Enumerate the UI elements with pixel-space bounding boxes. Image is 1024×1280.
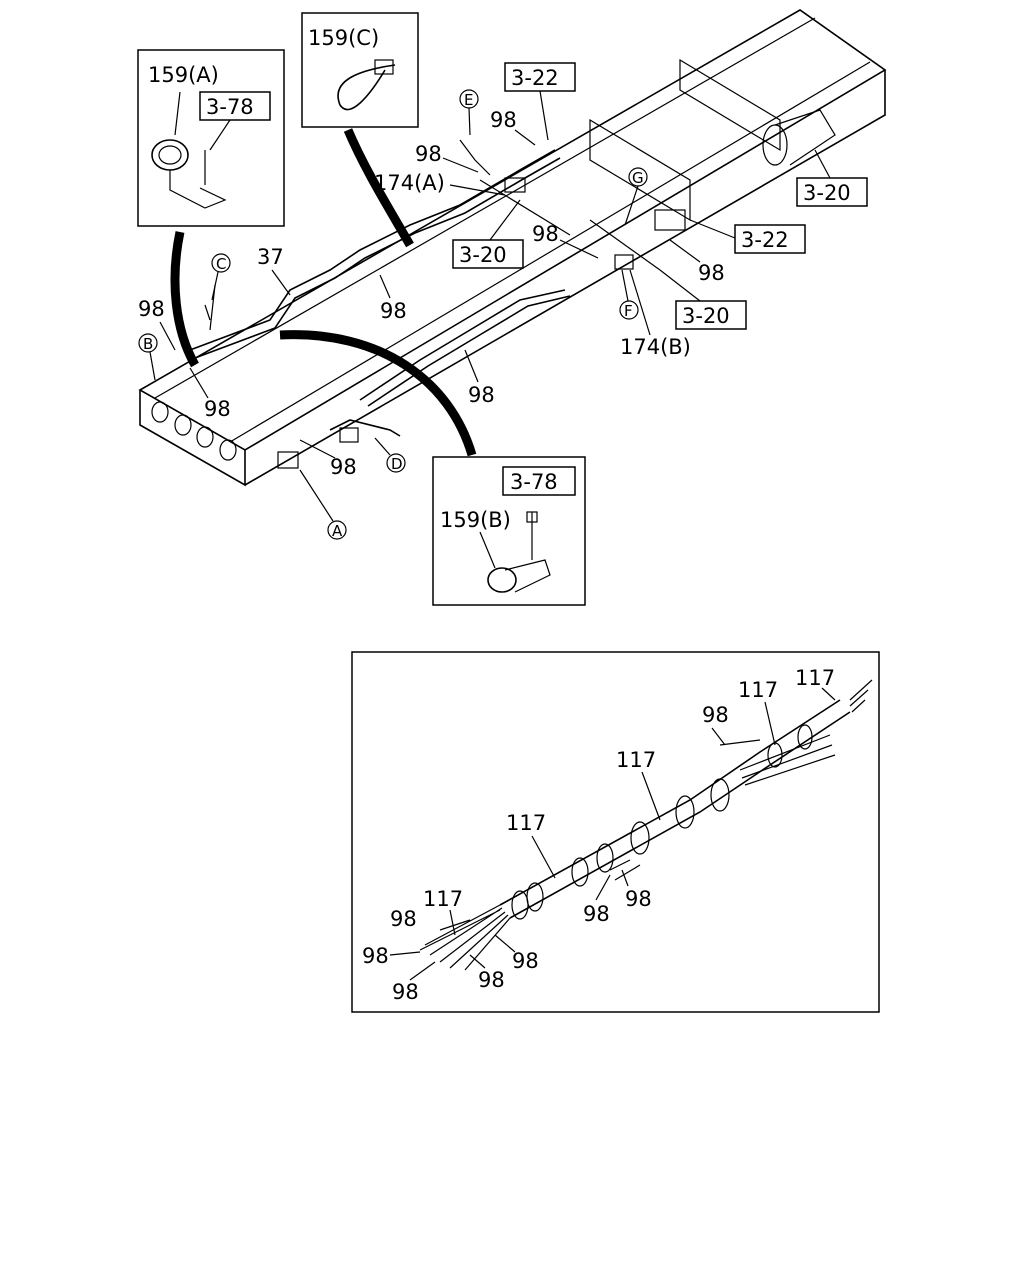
ref-3-78a: 3-78 [206, 95, 254, 119]
detail-box-159b: 3-78 159(B) [432, 456, 586, 606]
label-174a: 174(A) [374, 171, 445, 195]
detail-box-159c: 159(C) [301, 12, 419, 128]
harness-98-3: 98 [583, 902, 610, 926]
label-98-5: 98 [380, 299, 407, 323]
marker-b-circle [138, 333, 158, 353]
marker-d-circle [386, 453, 406, 473]
label-98-4: 98 [698, 261, 725, 285]
marker-f: F [624, 302, 633, 320]
label-117-2: 117 [738, 678, 778, 702]
marker-f-circle [619, 300, 639, 320]
marker-d: D [391, 455, 403, 473]
marker-c-circle [211, 253, 231, 273]
marker-e: E [464, 91, 473, 109]
harness-98-5: 98 [362, 944, 389, 968]
harness-98-8: 98 [478, 968, 505, 992]
marker-c: C [216, 255, 226, 273]
label-117-1: 117 [795, 666, 835, 690]
label-159a: 159(A) [148, 63, 219, 87]
ref-3-20b: 3-20 [459, 243, 507, 267]
ref-3-78b: 3-78 [510, 470, 558, 494]
label-37: 37 [257, 245, 284, 269]
ref-3-20a: 3-20 [803, 181, 851, 205]
harness-frame [351, 651, 880, 1013]
ref-boxes: 3-22 3-20 3-22 3-20 3-20 [452, 62, 868, 330]
harness-panel [351, 651, 880, 1013]
harness-callouts: 117 117 117 117 117 98 98 98 98 98 98 98… [362, 666, 836, 1004]
label-98-7: 98 [204, 397, 231, 421]
label-117-5: 117 [423, 887, 463, 911]
ref-box-3-78b [502, 466, 576, 496]
marker-g: G [632, 169, 644, 187]
label-159b: 159(B) [440, 508, 511, 532]
top-callouts: 174(A) 174(B) 37 98 98 98 98 98 98 98 98… [138, 108, 725, 479]
label-98-1: 98 [490, 108, 517, 132]
ref-box-3-78a [199, 91, 271, 121]
ref-3-22a: 3-22 [511, 66, 559, 90]
harness-98-1: 98 [702, 703, 729, 727]
label-117-4: 117 [506, 811, 546, 835]
label-98-8: 98 [468, 383, 495, 407]
label-98-9: 98 [330, 455, 357, 479]
ref-3-20c: 3-20 [682, 304, 730, 328]
label-98-3: 98 [532, 222, 559, 246]
marker-b: B [143, 335, 153, 353]
marker-a: A [332, 522, 343, 540]
label-159c: 159(C) [308, 26, 379, 50]
letter-markers: E G C B F D A [138, 89, 648, 540]
harness-98-7: 98 [392, 980, 419, 1004]
detail-box-159a: 159(A) 3-78 [137, 49, 285, 227]
harness-98-6: 98 [512, 949, 539, 973]
label-174b: 174(B) [620, 335, 691, 359]
harness-98-4: 98 [390, 907, 417, 931]
marker-a-circle [327, 520, 347, 540]
harness-98-2: 98 [625, 887, 652, 911]
ref-3-22b: 3-22 [741, 228, 789, 252]
label-117-3: 117 [616, 748, 656, 772]
label-98-2: 98 [415, 142, 442, 166]
label-98-6: 98 [138, 297, 165, 321]
